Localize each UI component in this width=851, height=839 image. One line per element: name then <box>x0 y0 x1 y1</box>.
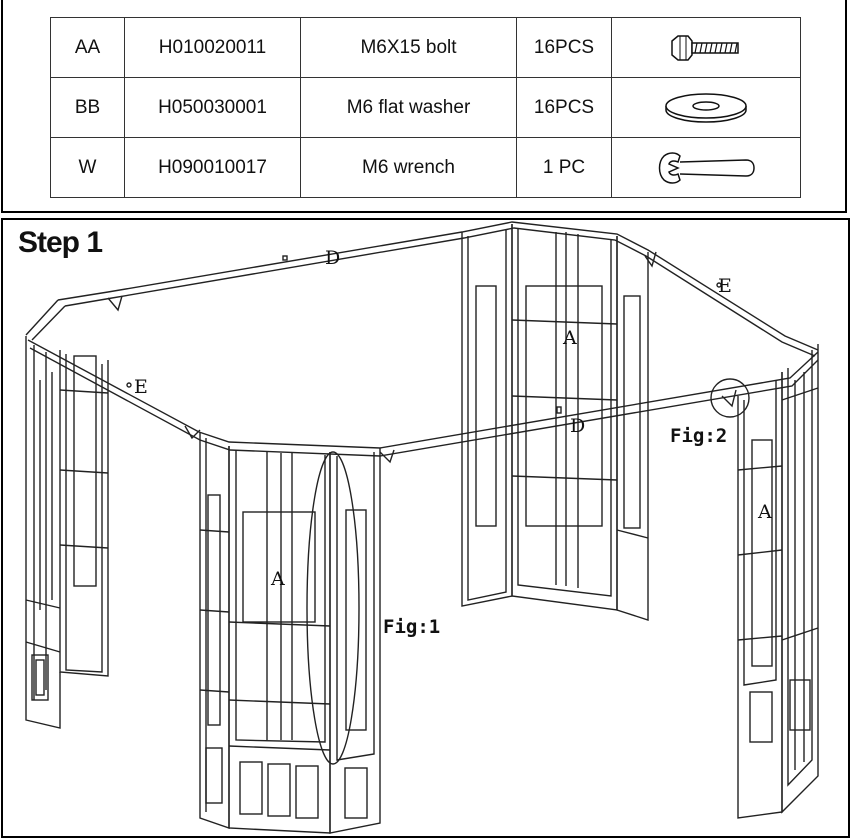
wrench-icon <box>658 151 755 184</box>
part-description: M6 wrench <box>300 137 517 198</box>
label-a-back: A <box>562 327 577 349</box>
label-e-left: E <box>134 376 148 398</box>
label-a-right: A <box>757 501 772 523</box>
part-image-cell <box>611 137 801 198</box>
part-quantity: 16PCS <box>516 17 612 78</box>
bolt-icon <box>671 34 739 61</box>
label-fig1: Fig:1 <box>383 616 440 638</box>
part-description: M6 flat washer <box>300 77 517 138</box>
label-a-front: A <box>270 568 285 590</box>
step-panel <box>1 218 850 838</box>
part-number: H050030001 <box>124 77 301 138</box>
part-code: W <box>50 137 125 198</box>
fig1-ellipse <box>306 451 360 765</box>
roof-beam-front <box>27 339 819 457</box>
label-fig2: Fig:2 <box>670 425 727 447</box>
panel-right <box>737 344 819 819</box>
label-d-front: D <box>570 415 585 437</box>
fig2-circle <box>710 378 750 418</box>
label-d-top: D <box>325 247 340 269</box>
label-e-right: E <box>718 275 732 297</box>
parts-list-box <box>1 0 847 213</box>
part-quantity: 16PCS <box>516 77 612 138</box>
washer-icon <box>665 92 747 123</box>
panel-front-left <box>199 432 381 834</box>
part-image-cell <box>611 17 801 78</box>
part-code: BB <box>50 77 125 138</box>
part-quantity: 1 PC <box>516 137 612 198</box>
part-number: H090010017 <box>124 137 301 198</box>
part-number: H010020011 <box>124 17 301 78</box>
part-image-cell <box>611 77 801 138</box>
part-code: AA <box>50 17 125 78</box>
table-row: BB H050030001 M6 flat washer 16PCS <box>50 77 801 138</box>
panel-left <box>25 336 109 729</box>
panel-back-center <box>461 224 649 621</box>
table-row: W H090010017 M6 wrench 1 PC <box>50 137 801 198</box>
step-title: Step 1 <box>18 226 103 259</box>
roof-beam-back <box>25 221 819 357</box>
parts-table: AA H010020011 M6X15 bolt 16PCS BB H05003… <box>50 17 801 198</box>
